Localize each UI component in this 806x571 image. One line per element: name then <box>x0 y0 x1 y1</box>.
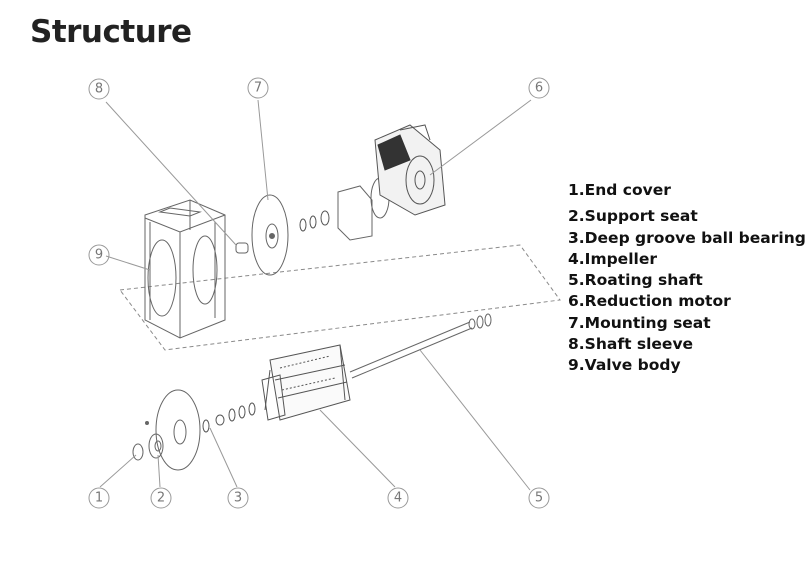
callout-circles <box>88 77 550 509</box>
parts-legend: 1.End cover 2.Support seat 3.Deep groove… <box>568 180 806 377</box>
leader-lines <box>99 99 532 491</box>
valve-body-part <box>144 199 226 339</box>
legend-item-reduction-motor: 6.Reduction motor <box>568 292 731 311</box>
page-title: Structure <box>30 14 192 50</box>
callout-8: 8 <box>95 82 103 97</box>
callout-1: 1 <box>95 491 103 506</box>
reduction-motor-part <box>374 124 446 216</box>
callout-4: 4 <box>394 491 402 506</box>
bearing-set-lower <box>202 402 256 433</box>
legend-item-end-cover: 1.End cover <box>568 181 671 199</box>
assembly-outline <box>119 244 561 351</box>
legend-item-rotating-shaft: 5.Roating shaft <box>568 271 703 290</box>
legend-item-valve-body: 9.Valve body <box>568 356 681 375</box>
legend-item-impeller: 4.Impeller <box>568 249 657 268</box>
shaft-sleeve-part <box>235 242 249 254</box>
support-seat-part <box>148 389 201 471</box>
callout-6: 6 <box>535 81 543 96</box>
callout-2: 2 <box>157 491 165 506</box>
impeller-part <box>261 344 351 421</box>
end-cover-part <box>132 421 149 461</box>
legend-item-ball-bearing: 3.Deep groove ball bearing <box>568 228 806 247</box>
callout-3: 3 <box>234 491 242 506</box>
legend-item-mounting-seat: 7.Mounting seat <box>568 313 711 332</box>
rotating-shaft-part <box>349 313 492 379</box>
mounting-seat-part <box>251 194 289 276</box>
legend-item-shaft-sleeve: 8.Shaft sleeve <box>568 335 694 354</box>
callout-9: 9 <box>95 248 103 263</box>
callout-7: 7 <box>254 81 262 96</box>
legend-item-support-seat: 2.Support seat <box>568 207 698 226</box>
callout-5: 5 <box>535 491 543 506</box>
bearing-set-upper <box>299 210 330 232</box>
